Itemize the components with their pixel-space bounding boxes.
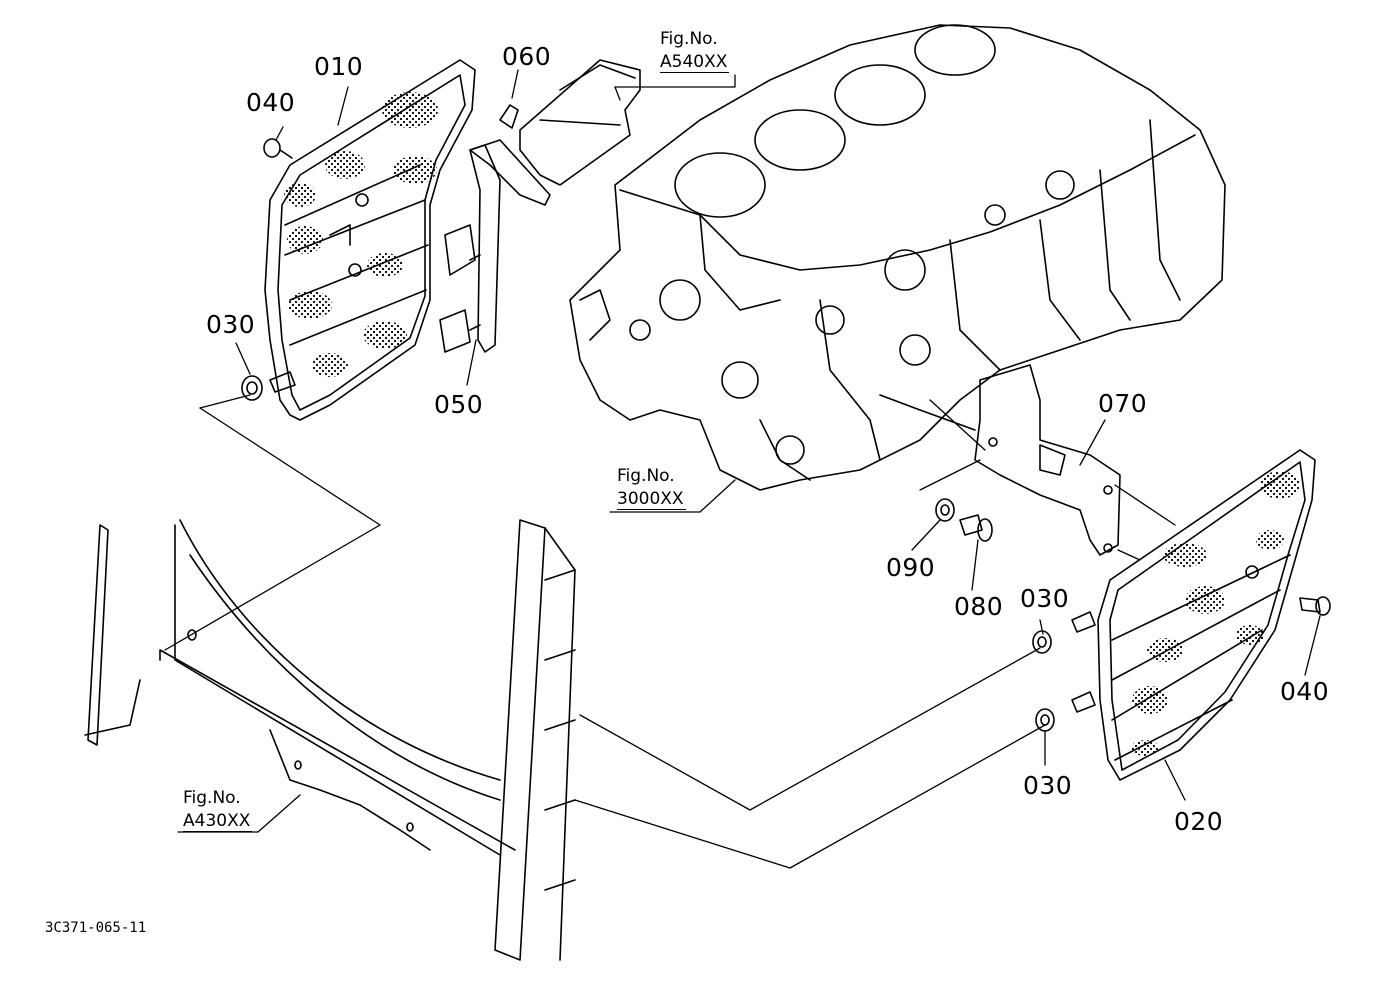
- figref-a430[interactable]: Fig.No. A430XX: [183, 787, 253, 833]
- callout-030-left: 030: [206, 310, 256, 339]
- clip-040-right: [1299, 596, 1331, 616]
- callout-050: 050: [434, 390, 484, 419]
- figref-3000-code[interactable]: 3000XX: [617, 488, 686, 510]
- figref-3000[interactable]: Fig.No. 3000XX: [617, 465, 686, 511]
- callout-010: 010: [314, 52, 364, 81]
- engine-block: [569, 24, 1226, 491]
- figref-a540[interactable]: Fig.No. A540XX: [660, 28, 730, 74]
- callout-030-right-top: 030: [1020, 584, 1070, 613]
- figref-a540-label: Fig.No.: [660, 29, 718, 49]
- bolt-080: [959, 514, 993, 542]
- drawing-id: 3C371-065-11: [45, 920, 147, 936]
- bracket-050: [439, 144, 501, 353]
- callout-090: 090: [886, 553, 936, 582]
- leader-lines: [164, 69, 1321, 869]
- clip-030-left: [241, 371, 296, 401]
- figref-3000-label: Fig.No.: [617, 466, 675, 486]
- callout-060: 060: [502, 42, 552, 71]
- figref-a430-code[interactable]: A430XX: [183, 810, 253, 832]
- clip-040-left: [263, 138, 293, 159]
- bracket-070: [974, 364, 1121, 556]
- figref-a540-code[interactable]: A540XX: [660, 51, 730, 73]
- callout-070: 070: [1098, 389, 1148, 418]
- callout-080: 080: [954, 592, 1004, 621]
- callout-040-left: 040: [246, 88, 296, 117]
- callout-030-right-bottom: 030: [1023, 771, 1073, 800]
- callout-040-right: 040: [1280, 677, 1330, 706]
- callout-020: 020: [1174, 807, 1224, 836]
- fan-shroud-a430: [84, 519, 576, 961]
- cover-a540: [519, 59, 641, 186]
- air-guide-right-020: [1097, 449, 1316, 781]
- bracket-060: [469, 104, 551, 206]
- washer-090: [935, 498, 955, 522]
- figref-a430-label: Fig.No.: [183, 788, 241, 808]
